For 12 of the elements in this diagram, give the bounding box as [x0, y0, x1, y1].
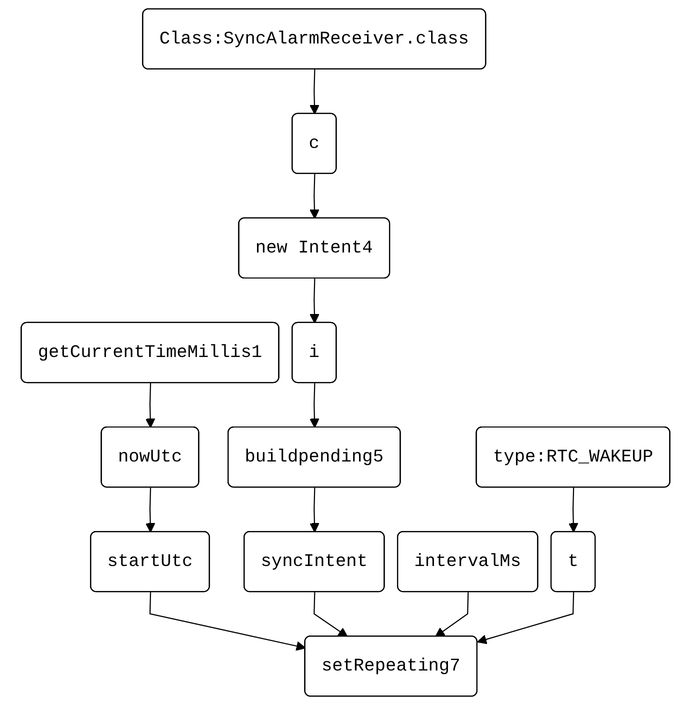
arrow	[310, 69, 320, 114]
arrow	[435, 592, 469, 638]
arrow	[145, 383, 156, 428]
arrow	[145, 488, 156, 533]
arrow	[310, 383, 320, 428]
arrow	[149, 592, 306, 651]
arrow	[314, 592, 348, 638]
arrow	[568, 488, 578, 533]
arrow	[310, 488, 320, 533]
arrow	[477, 592, 574, 644]
arrow	[310, 174, 320, 219]
arrow	[310, 278, 320, 324]
